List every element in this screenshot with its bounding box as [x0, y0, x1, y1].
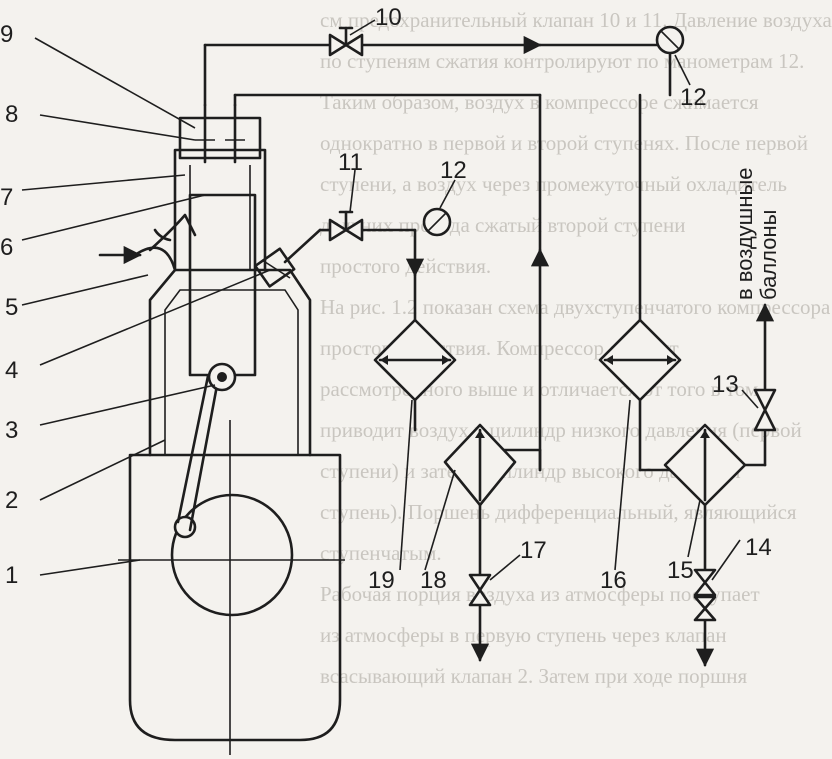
label-2: 2 — [5, 487, 18, 514]
label-8: 8 — [5, 101, 18, 128]
valve-block-4 — [253, 247, 296, 288]
pipe-mid-line — [283, 228, 425, 322]
bg-line: ступени, а воздух через промежуточный ох… — [320, 172, 787, 196]
crank-disc — [170, 493, 294, 617]
cooler-19 — [373, 318, 457, 402]
label-18: 18 — [420, 567, 447, 594]
upper-cylinder — [173, 148, 267, 272]
valve-13 — [753, 388, 777, 432]
label-1: 1 — [5, 562, 18, 589]
gauge-12-top — [655, 25, 685, 55]
bg-line: однократно в первой и второй ступенях. П… — [320, 131, 809, 155]
pipe-top-line — [203, 35, 672, 107]
bg-line: дальних прохода сжатый второй ступени — [320, 213, 686, 237]
crankcase — [118, 420, 345, 755]
caption-line-1: в воздушные — [732, 167, 757, 300]
label-9: 9 — [0, 21, 13, 48]
bg-line: всасывающий клапан 2. Затем при ходе пор… — [320, 664, 748, 688]
label-5: 5 — [5, 294, 18, 321]
compressor-diagram: 9 8 7 6 5 4 3 2 1 10 11 12 12 13 14 15 1… — [0, 4, 781, 755]
gauge-12-mid — [422, 207, 452, 237]
bg-line: ступень). Поршень дифференциальный, явля… — [320, 500, 797, 524]
vertical-caption: в воздушные баллоны — [732, 167, 781, 300]
caption-line-2: баллоны — [756, 210, 781, 300]
bg-line: Рабочая порция воздуха из атмосферы пост… — [320, 582, 760, 606]
bg-line: простого действия. — [320, 254, 492, 278]
separator-15 — [663, 423, 747, 507]
background-text: см предохранительный клапан 10 и 11. Дав… — [300, 0, 832, 759]
safety-valve-10 — [328, 26, 364, 57]
label-10: 10 — [375, 4, 402, 31]
label-12-mid: 12 — [440, 157, 467, 184]
label-11: 11 — [338, 149, 363, 176]
label-4: 4 — [5, 357, 18, 384]
bg-line: рассмотренного выше и отличается от того… — [320, 377, 764, 401]
valve-17 — [468, 573, 492, 607]
label-6: 6 — [0, 234, 13, 261]
cylinder-head — [178, 103, 262, 164]
bg-line: из атмосферы в первую ступень через клап… — [320, 623, 727, 647]
label-17: 17 — [520, 537, 547, 564]
bg-line: см предохранительный клапан 10 и 11. Дав… — [320, 8, 832, 32]
safety-valve-11 — [328, 210, 364, 242]
label-7: 7 — [0, 184, 13, 211]
bg-line: по ступеням сжатия контролируют по маном… — [320, 49, 805, 73]
label-3: 3 — [5, 417, 18, 444]
lower-cylinder — [148, 268, 312, 457]
valve-14 — [693, 568, 717, 622]
leader-lines — [21, 19, 759, 581]
separator-18 — [443, 423, 517, 507]
label-14: 14 — [745, 534, 772, 561]
connecting-rod — [176, 374, 220, 532]
label-16: 16 — [600, 567, 627, 594]
intake-elbow — [133, 213, 197, 272]
cooler-16 — [598, 318, 682, 402]
bg-line: приводит воздух в цилиндр низкого давлен… — [320, 418, 802, 442]
label-13: 13 — [712, 371, 739, 398]
label-12-top: 12 — [680, 84, 707, 111]
differential-piston — [188, 193, 257, 392]
label-19: 19 — [368, 567, 395, 594]
bg-line: На рис. 1.2 показан схема двухступенчато… — [320, 295, 831, 319]
label-15: 15 — [667, 557, 694, 584]
